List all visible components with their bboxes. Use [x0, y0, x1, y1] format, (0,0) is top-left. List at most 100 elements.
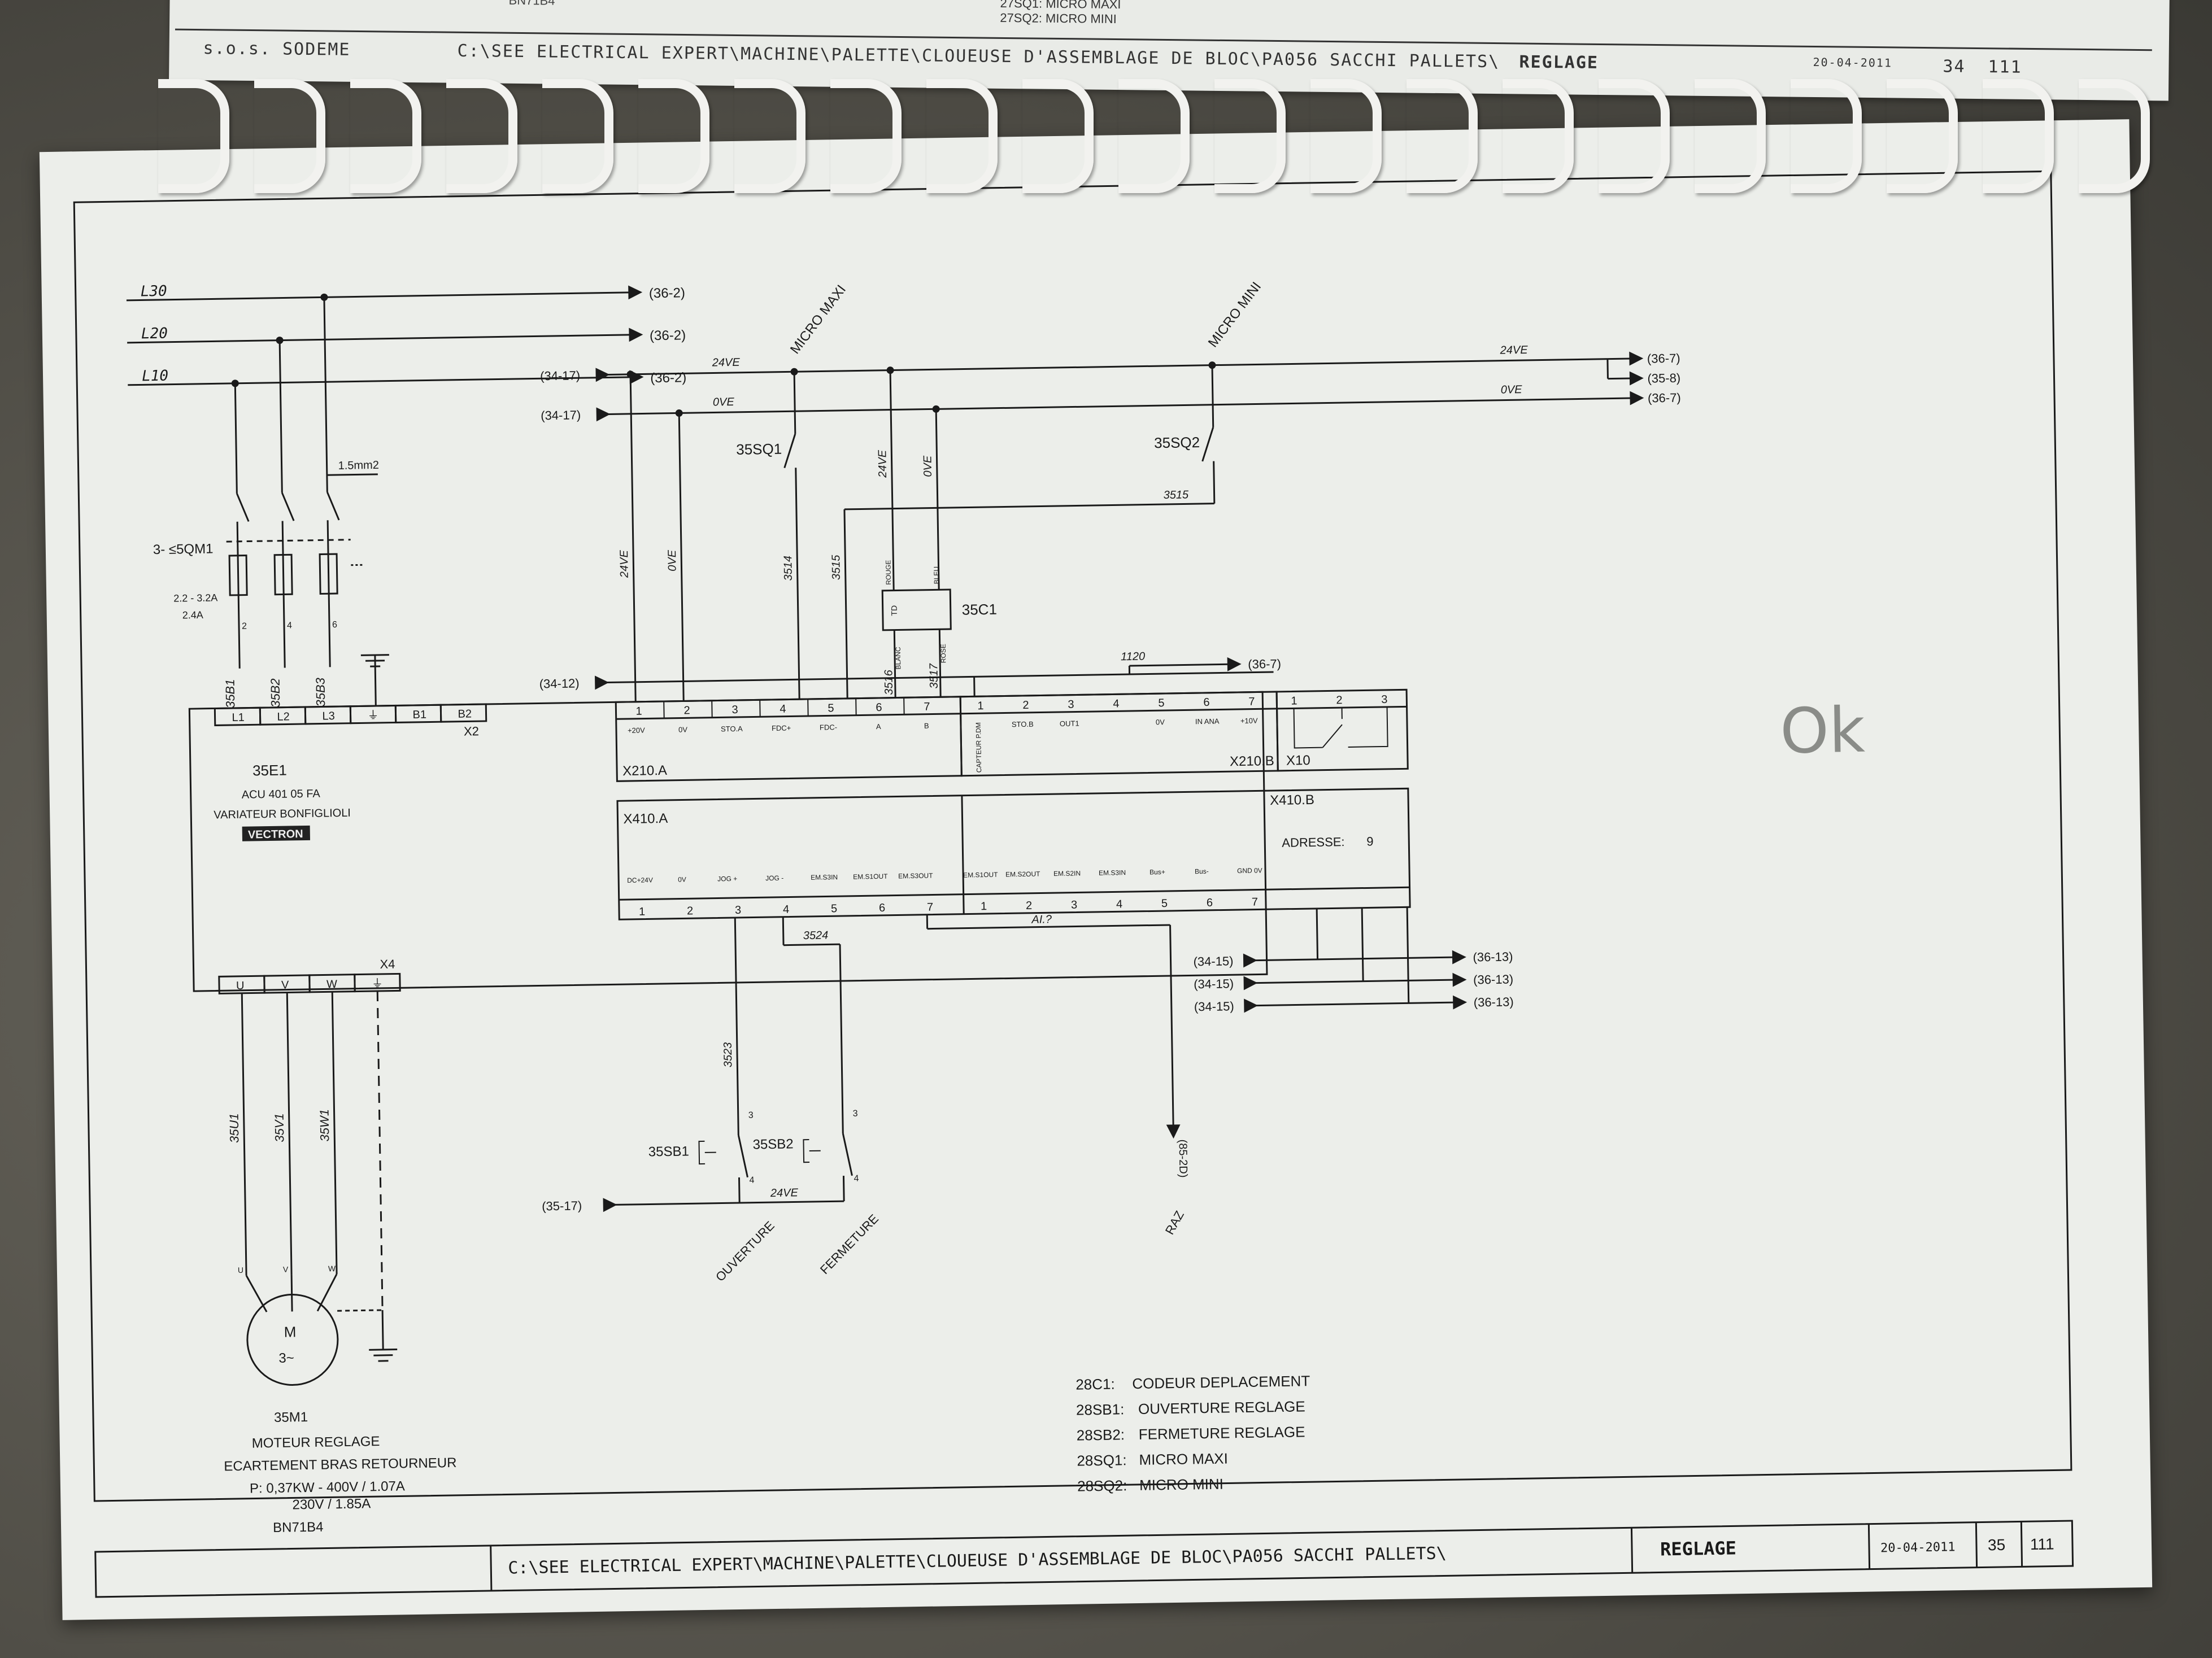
- sb2-label: 35SB2: [752, 1136, 793, 1152]
- binding-ring: [542, 79, 613, 193]
- motor-term-v: V: [283, 1265, 289, 1274]
- x210b-s2: STO.B: [1012, 720, 1034, 729]
- x410a-s3: JOG +: [717, 875, 737, 883]
- x210a-s1: +20V: [628, 726, 645, 735]
- x410b-n7: 7: [1252, 896, 1258, 908]
- binding-ring: [926, 79, 998, 193]
- x410a-label: X410.A: [623, 811, 668, 827]
- sb1-pin4: 4: [749, 1176, 754, 1185]
- motor-line3: P: 0,37KW - 400V / 1.07A: [250, 1478, 405, 1496]
- x410b-n5: 5: [1161, 897, 1168, 910]
- x10-n2: 2: [1336, 694, 1342, 706]
- x210a-s7: B: [924, 722, 929, 730]
- legend-code-2: 28SB1:: [1076, 1400, 1125, 1418]
- x210a-n5: 5: [828, 702, 834, 714]
- legend-text-4: MICRO MAXI: [1139, 1450, 1228, 1468]
- x210b-n4: 4: [1113, 697, 1119, 710]
- handwritten-ok: Ok: [1779, 693, 1866, 767]
- drop-24ve-label: 24VE: [618, 549, 631, 578]
- binding-ring: [638, 79, 709, 193]
- binding-ring: [734, 79, 805, 193]
- x210b-n3: 3: [1068, 699, 1074, 711]
- micro-maxi-label: MICRO MAXI: [787, 282, 849, 357]
- wire-35u1: 35U1: [227, 1113, 242, 1143]
- x210b-n7: 7: [1248, 696, 1255, 708]
- x410b-s5: Bus+: [1149, 868, 1165, 876]
- sb1-label: 35SB1: [648, 1144, 689, 1159]
- legend-text-5: MICRO MINI: [1139, 1476, 1223, 1494]
- bus-in-1: (34-15): [1193, 954, 1233, 968]
- bus-out-3: (36-13): [1474, 994, 1514, 1009]
- term-w: W: [326, 978, 337, 991]
- drive-35e1-box: [188, 691, 1268, 992]
- breaker-pin-2: 2: [242, 622, 247, 631]
- motor-line1: MOTEUR REGLAGE: [252, 1434, 380, 1451]
- encoder-rouge: ROUGE: [884, 560, 892, 585]
- l2-line: [127, 334, 630, 344]
- x10-relay-contact: [1293, 706, 1388, 749]
- encoder-td: TD: [890, 605, 899, 616]
- x410b-s1: EM.S1OUT: [963, 871, 998, 879]
- term-pe-out: ⏚: [372, 978, 383, 990]
- x210a-n1: 1: [635, 705, 642, 718]
- l2-label: L20: [141, 325, 168, 343]
- x410b-n1: 1: [981, 900, 987, 913]
- x410a-n5: 5: [831, 902, 837, 915]
- bus-in-3: (34-15): [1194, 999, 1234, 1014]
- l3-label: L30: [140, 283, 167, 300]
- adresse-label: ADRESSE:: [1282, 835, 1345, 850]
- ref-367-a: (36-7): [1647, 351, 1680, 366]
- drop-l1: [234, 383, 238, 494]
- x10-n3: 3: [1381, 693, 1387, 706]
- previous-page-number: 34: [1943, 56, 1966, 77]
- x210b-s6: IN ANA: [1195, 717, 1220, 726]
- x410b-s7: GND 0V: [1237, 866, 1262, 875]
- drop-l3: [323, 297, 328, 492]
- x210b-s5: 0V: [1156, 718, 1165, 726]
- ouverture-label: OUVERTURE: [713, 1219, 777, 1284]
- binding-ring: [1791, 79, 1862, 193]
- sb-24ve: 24VE: [770, 1186, 799, 1199]
- title-path: C:\SEE ELECTRICAL EXPERT\MACHINE\PALETTE…: [508, 1543, 1447, 1578]
- x210b-n6: 6: [1203, 696, 1209, 709]
- x210a-s3: STO.A: [721, 725, 743, 734]
- button-sb1: [698, 1135, 748, 1203]
- adresse-value: 9: [1366, 834, 1374, 848]
- drive-model: ACU 401 05 FA: [242, 788, 321, 801]
- legend-code-4: 28SQ1:: [1077, 1451, 1127, 1469]
- binding-ring: [350, 79, 421, 193]
- wire-3515: 3515: [1163, 488, 1189, 501]
- previous-section: REGLAGE: [1519, 52, 1599, 73]
- legend-text-1: CODEUR DEPLACEMENT: [1132, 1372, 1310, 1392]
- binding-ring: [1310, 79, 1382, 193]
- rail-0ve-label-right: 0VE: [1501, 383, 1523, 396]
- legend-code-3: 28SB2:: [1076, 1426, 1125, 1443]
- binding-ring: [1118, 79, 1190, 193]
- encoder-35c1: [881, 588, 952, 631]
- motor-line5: BN71B4: [273, 1520, 324, 1535]
- sb2-pin3: 3: [853, 1109, 858, 1119]
- previous-page-line2: 27SQ2: MICRO MINI: [1000, 10, 1117, 27]
- wire-35w1: 35W1: [317, 1109, 332, 1142]
- x410a-s4: JOG -: [765, 874, 783, 883]
- x210b-label: X210.B: [1230, 753, 1274, 769]
- breaker-setting: 2.4A: [182, 609, 203, 621]
- title-page: 35: [1988, 1536, 2006, 1554]
- wire-35b1: 35B1: [223, 679, 238, 708]
- legend-code-5: 28SQ2:: [1077, 1477, 1127, 1494]
- ref-3417-a: (34-17): [540, 368, 580, 383]
- motor-ref: 35M1: [274, 1410, 308, 1425]
- x210a-n3: 3: [731, 704, 738, 716]
- x410b-s3: EM.S2IN: [1053, 869, 1081, 878]
- brand-badge: [242, 825, 311, 841]
- raz-label: RAZ: [1162, 1208, 1187, 1237]
- fermeture-label: FERMETURE: [817, 1211, 881, 1277]
- sb1-pin3: 3: [748, 1111, 754, 1120]
- x410a-n3: 3: [735, 904, 741, 917]
- binding-ring: [2079, 79, 2150, 193]
- previous-date: 20-04-2011: [1813, 55, 1893, 70]
- drop-0ve-label: 0VE: [666, 549, 679, 571]
- x210a-n2: 2: [683, 704, 690, 717]
- x410b-n6: 6: [1207, 897, 1213, 909]
- title-total: 111: [2030, 1535, 2054, 1554]
